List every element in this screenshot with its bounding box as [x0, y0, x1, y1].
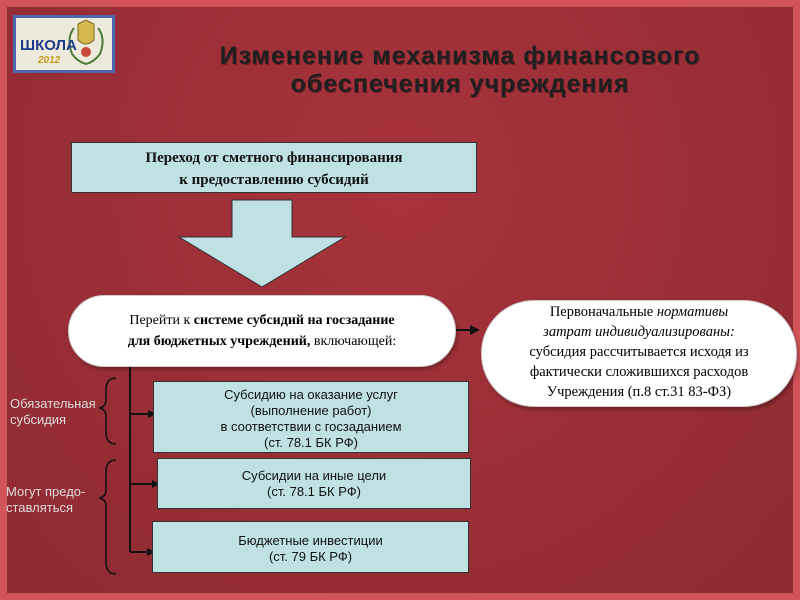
label-mandatory-line-1: Обязательная: [10, 396, 96, 411]
normatives-line-1-b: нормативы: [656, 304, 729, 320]
school-crest-icon: ШКОЛА 2012: [16, 18, 112, 70]
down-arrow-icon: [177, 199, 347, 288]
subsidy-investments-line-2: (ст. 79 БК РФ): [268, 549, 353, 564]
subsidy-services-line-3: в соответствии с госзаданием: [220, 419, 402, 434]
subsidy-box-investments: Бюджетные инвестиции (ст. 79 БК РФ): [152, 521, 469, 573]
branch-1-arrow-icon: [148, 410, 156, 418]
subsidy-investments-line-1: Бюджетные инвестиции: [238, 533, 383, 548]
subsidy-services-line-2: (выполнение работ): [250, 403, 372, 418]
label-optional-line-1: Могут предо-: [6, 484, 86, 499]
branch-3-arrow-icon: [147, 548, 155, 556]
normatives-line-1: Первоначальные нормативы: [482, 302, 796, 322]
normatives-line-2-text: затрат индивидуализированы:: [543, 324, 735, 340]
subsidy-system-line-1-a: Перейти к: [129, 313, 194, 328]
page-title: Изменение механизма финансового обеспече…: [140, 42, 780, 98]
logo-word: ШКОЛА: [20, 37, 77, 54]
normatives-line-4: фактически сложившихся расходов: [529, 364, 749, 380]
transition-line-1: Переход от сметного финансирования: [145, 150, 403, 166]
right-arrow-icon: [470, 325, 480, 335]
subsidy-other-line-2: (ст. 78.1 БК РФ): [267, 484, 361, 499]
subsidy-system-pill: Перейти к системе субсидий на госзадание…: [68, 295, 456, 367]
transition-box: Переход от сметного финансирования к пре…: [71, 142, 477, 193]
subsidy-other-line-1: Субсидии на иные цели: [241, 468, 387, 483]
normatives-line-3: субсидия рассчитывается исходя из: [529, 344, 749, 360]
subsidy-system-line-1: Перейти к системе субсидий на госзадание: [69, 310, 455, 331]
normatives-line-2: затрат индивидуализированы:: [482, 322, 796, 342]
subsidy-system-line-2-a: для бюджетных учреждений,: [127, 334, 311, 349]
label-optional: Могут предо- ставляться: [6, 484, 85, 516]
subsidy-services-line-4: (ст. 78.1 БК РФ): [264, 435, 358, 450]
label-mandatory: Обязательная субсидия: [10, 396, 96, 428]
normatives-pill: Первоначальные нормативы затрат индивиду…: [481, 300, 797, 407]
subsidy-box-services: Субсидию на оказание услуг (выполнение р…: [153, 381, 469, 453]
logo-year: 2012: [37, 55, 61, 66]
normatives-line-1-a: Первоначальные: [549, 304, 657, 320]
brace-mandatory-icon: [97, 377, 117, 445]
label-mandatory-line-2: субсидия: [10, 412, 67, 427]
subsidy-box-other: Субсидии на иные цели (ст. 78.1 БК РФ): [157, 458, 471, 509]
normatives-line-5: Учреждения (п.8 ст.31 83-ФЗ): [546, 384, 732, 400]
branch-2-arrow-icon: [152, 480, 160, 488]
title-line-2: обеспечения учреждения: [290, 70, 630, 98]
transition-line-2: к предоставлению субсидий: [179, 172, 369, 188]
subsidy-system-line-2: для бюджетных учреждений, включающей:: [69, 331, 455, 352]
brace-optional-icon: [97, 459, 117, 575]
subsidy-system-line-1-b: системе субсидий на госзадание: [193, 313, 395, 328]
school-logo: ШКОЛА 2012: [13, 15, 115, 73]
label-optional-line-2: ставляться: [6, 500, 74, 515]
subsidy-system-line-2-b: включающей:: [310, 334, 397, 349]
title-line-1: Изменение механизма финансового: [219, 42, 701, 70]
subsidy-services-line-1: Субсидию на оказание услуг: [224, 387, 398, 402]
